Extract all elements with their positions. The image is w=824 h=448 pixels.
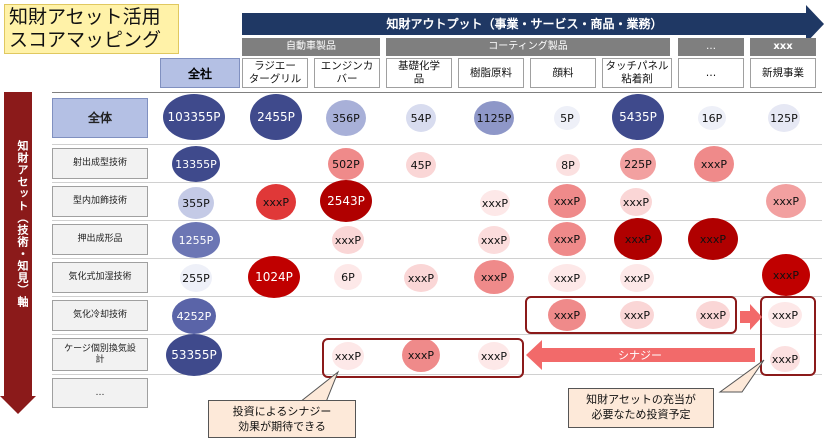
score-circle: xxxP	[548, 222, 586, 256]
synergy-arrow-icon	[526, 340, 542, 370]
score-circle: xxxP	[620, 301, 654, 329]
score-circle: 2543P	[320, 180, 372, 222]
score-circle: xxxP	[548, 184, 586, 218]
score-circle: xxxP	[620, 188, 652, 216]
score-circle: 2455P	[250, 94, 302, 140]
row-label-total: 全体	[52, 98, 148, 138]
column-header-basic-chemicals: 基礎化学 品	[386, 58, 452, 88]
score-circle: xxxP	[332, 342, 364, 370]
output-axis-arrowhead-icon	[806, 5, 824, 43]
score-circle: xxxP	[404, 264, 438, 292]
score-circle: xxxP	[480, 190, 510, 216]
column-header-radiator-grille: ラジエー ターグリル	[242, 58, 308, 88]
column-header-engine-cover: エンジンカ バー	[314, 58, 380, 88]
score-circle: 6P	[334, 264, 362, 290]
score-circle: 125P	[768, 104, 800, 132]
column-zensha: 全社	[160, 58, 240, 88]
row-label-cage-ventilation: ケージ個別換気設 計	[52, 338, 148, 371]
row-label-injection-molding: 射出成型技術	[52, 148, 148, 179]
column-header-touch-panel-adhesive: タッチパネル 粘着剤	[602, 58, 672, 88]
column-header-resin-material: 樹脂原料	[458, 58, 524, 88]
grid-line	[52, 92, 822, 93]
score-circle: xxxP	[478, 226, 510, 254]
column-header-ellipsis: …	[678, 58, 744, 88]
score-circle: 8P	[556, 154, 580, 176]
callout-right-line-2: 必要なため投資予定	[591, 408, 691, 421]
asset-axis-bar	[4, 92, 32, 398]
score-circle: 1255P	[172, 222, 220, 258]
score-circle: 4252P	[172, 298, 216, 334]
callout-left-line-2: 効果が期待できる	[238, 420, 326, 433]
group-automotive: 自動車製品	[242, 38, 380, 56]
page-title: 知財アセット活用 スコアマッピング	[4, 4, 179, 54]
row-label-extrusion: 押出成形品	[52, 224, 148, 255]
grid-line	[52, 334, 822, 335]
score-circle: xxxP	[762, 254, 810, 296]
callout-left-line-1: 投資によるシナジー	[232, 405, 332, 418]
score-circle: 355P	[178, 187, 214, 219]
score-circle: 103355P	[163, 94, 225, 140]
score-circle: xxxP	[474, 260, 514, 294]
column-header-pigment: 顔料	[530, 58, 596, 88]
grid-line	[52, 374, 822, 375]
output-axis-label: 知財アウトプット（事業・サービス・商品・業務）	[242, 13, 807, 35]
score-circle: 53355P	[166, 334, 222, 376]
investment-group-frame	[322, 338, 524, 378]
grid-line	[52, 144, 822, 145]
group-xxx: xxx	[750, 38, 816, 56]
score-circle: xxxP	[478, 342, 510, 370]
score-circle: xxxP	[548, 264, 586, 292]
synergy-arrow-bar	[540, 348, 755, 362]
score-circle: xxxP	[620, 264, 654, 292]
score-circle: xxxP	[696, 301, 730, 329]
row-label-evaporative-humidification: 気化式加湿技術	[52, 262, 148, 293]
score-circle: xxxP	[768, 302, 802, 328]
score-circle: xxxP	[688, 218, 738, 260]
callout-right-line-1: 知財アセットの充当が	[586, 393, 696, 406]
score-circle: xxxP	[332, 226, 364, 254]
title-line-1: 知財アセット活用	[9, 6, 161, 28]
transfer-arrow-icon	[750, 304, 762, 330]
score-circle: 356P	[326, 100, 366, 136]
score-circle: 225P	[620, 148, 656, 180]
asset-axis-label: 知財アセット（技術・知見）軸	[16, 140, 29, 308]
score-circle: xxxP	[766, 184, 806, 218]
group-coating: コーティング製品	[386, 38, 670, 56]
score-circle: xxxP	[256, 184, 296, 220]
title-line-2: スコアマッピング	[9, 29, 162, 51]
grid-line	[52, 296, 822, 297]
score-circle: xxxP	[694, 146, 734, 182]
callout-pointer-right	[718, 359, 765, 393]
synergy-group-frame	[525, 296, 737, 334]
score-circle: xxxP	[402, 338, 440, 372]
callout-asset-allocation: 知財アセットの充当が 必要なため投資予定	[568, 388, 714, 428]
asset-axis-arrowhead-icon	[0, 396, 36, 414]
score-circle: xxxP	[614, 218, 662, 260]
score-circle: xxxP	[548, 299, 586, 331]
score-circle: 54P	[406, 104, 436, 132]
row-label-evaporative-cooling: 気化冷却技術	[52, 300, 148, 331]
grid-line	[52, 258, 822, 259]
row-label-ellipsis: …	[52, 378, 148, 408]
score-circle: 45P	[406, 152, 436, 178]
score-circle: 1125P	[474, 101, 514, 135]
score-circle: 16P	[698, 106, 726, 130]
group-ellipsis: …	[678, 38, 744, 56]
transfer-arrow-bar	[740, 311, 750, 323]
row-label-in-mold-decoration: 型内加飾技術	[52, 186, 148, 217]
grid-line	[52, 220, 822, 221]
score-circle: 5435P	[612, 94, 664, 140]
score-circle: 255P	[180, 264, 212, 292]
score-circle: 502P	[328, 148, 364, 180]
score-circle: xxxP	[770, 346, 800, 372]
new-business-frame	[760, 296, 816, 376]
synergy-label: シナジー	[618, 349, 662, 362]
score-circle: 1024P	[248, 256, 300, 298]
score-circle: 5P	[554, 106, 580, 130]
score-circle: 13355P	[172, 146, 220, 182]
column-header-new-business: 新規事業	[750, 58, 816, 88]
grid-line	[52, 182, 822, 183]
callout-synergy-investment: 投資によるシナジー 効果が期待できる	[208, 400, 356, 438]
